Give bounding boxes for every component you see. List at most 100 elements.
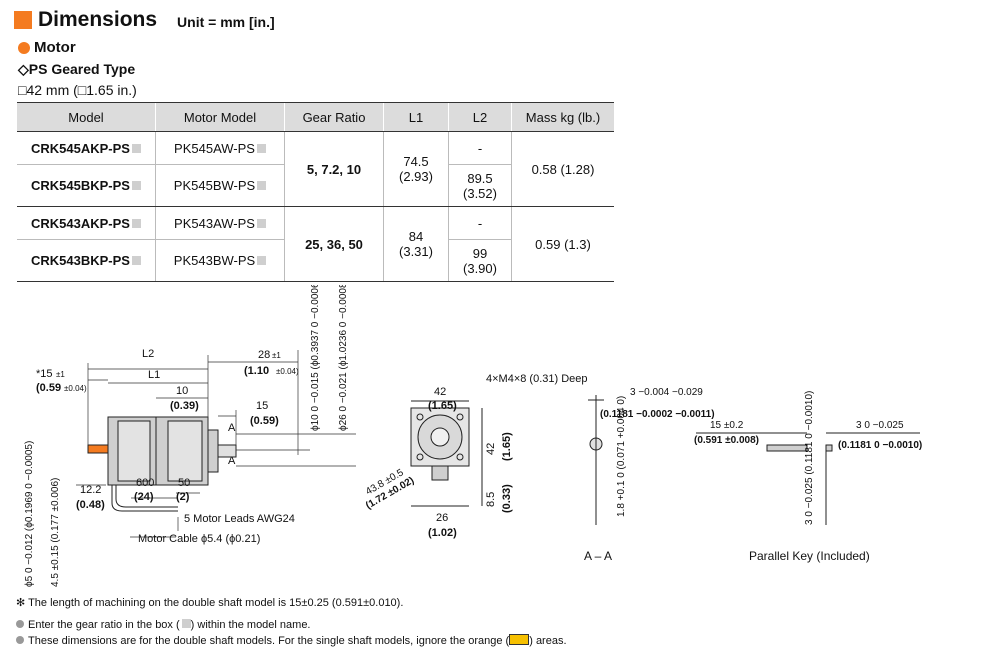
table-row: CRK543AKP-PS PK543AW-PS 25, 36, 50 84 (3… [17, 206, 614, 282]
col-motor-model: Motor Model [155, 102, 285, 132]
geared-type-label: ◇PS Geared Type [18, 61, 136, 77]
svg-text:(1.65): (1.65) [428, 400, 457, 412]
l2-cell: 99 (3.90) [448, 239, 512, 282]
motor-label: Motor [34, 39, 76, 56]
section-aa-labels: 3 −0.004 −0.029 (0.1181 −0.0002 −0.0011)… [584, 387, 715, 563]
table-header-row: Model Motor Model Gear Ratio L1 L2 Mass … [17, 102, 614, 132]
svg-text:3 0 −0.025: 3 0 −0.025 [856, 420, 904, 431]
svg-text:12.2: 12.2 [80, 484, 101, 496]
svg-text:±1: ±1 [272, 351, 281, 360]
svg-text:15: 15 [256, 400, 268, 412]
svg-text:5 Motor Leads AWG24: 5 Motor Leads AWG24 [184, 513, 295, 525]
unit-label: Unit = mm [in.] [177, 14, 275, 30]
col-gear-ratio: Gear Ratio [284, 102, 384, 132]
gear-ratio-placeholder-box [257, 256, 267, 265]
gear-ratio-placeholder-box [131, 256, 141, 265]
front-view [410, 400, 483, 507]
mount-hole [416, 413, 424, 421]
side-view-labels: L2 L1 10 (0.39) 28 ±1 (1.10 ±0.04) *15 ±… [24, 285, 349, 587]
col-l1: L1 [383, 102, 449, 132]
dimension-drawings: L2 L1 10 (0.39) 28 ±1 (1.10 ±0.04) *15 ±… [24, 285, 922, 587]
svg-text:*15: *15 [36, 368, 53, 380]
svg-text:3 0 −0.025 (0.1181 0 −0.0010: 3 0 −0.025 (0.1181 0 −0.0010) [804, 391, 815, 525]
side-view-outline [87, 416, 237, 512]
mount-hole [456, 413, 464, 421]
svg-text:±0.04): ±0.04) [276, 367, 299, 376]
model-cell: CRK543AKP-PS [17, 206, 156, 240]
svg-text:(2): (2) [176, 491, 190, 503]
svg-text:(0.33): (0.33) [501, 484, 513, 513]
svg-text:(1.02): (1.02) [428, 527, 457, 539]
page-title: Dimensions [38, 8, 158, 31]
table-row: CRK545BKP-PS PK545BW-PS 89.5 (3.52) [17, 164, 614, 207]
mass-cell: 0.59 (1.3) [511, 206, 614, 282]
motor-model-cell: PK545AW-PS [155, 131, 285, 165]
svg-text:50: 50 [178, 477, 190, 489]
mount-hole [416, 453, 424, 461]
svg-text:10: 10 [176, 385, 188, 397]
svg-text:28: 28 [258, 349, 270, 361]
front-shaft-circle [430, 427, 450, 447]
orange-square-icon [14, 11, 32, 29]
col-mass: Mass kg (lb.) [511, 102, 614, 132]
gray-dot-icon [16, 636, 24, 644]
svg-text:ϕ26 0 −0.021 (ϕ1.0236 0 −0.0: ϕ26 0 −0.021 (ϕ1.0236 0 −0.0008) [338, 285, 349, 431]
svg-text:3 −0.004 −0.029: 3 −0.004 −0.029 [630, 387, 703, 398]
svg-text:(0.591 ±0.008): (0.591 ±0.008) [694, 435, 759, 446]
gear-ratio-cell: 5, 7.2, 10 [284, 131, 384, 207]
motor-model-cell: PK545BW-PS [155, 164, 285, 207]
col-model: Model [17, 102, 156, 132]
svg-text:A – A: A – A [584, 549, 612, 563]
svg-text:ϕ5 0 −0.012 (ϕ0.1969 0 −0.00: ϕ5 0 −0.012 (ϕ0.1969 0 −0.0005) [24, 441, 35, 587]
parallel-key [696, 432, 920, 525]
gear-ratio-cell: 25, 36, 50 [284, 206, 384, 282]
l2-cell: 89.5 (3.52) [448, 164, 512, 207]
svg-text:4×M4×8 (0.31) Deep: 4×M4×8 (0.31) Deep [486, 373, 588, 385]
key-end [825, 444, 833, 452]
model-cell: CRK545BKP-PS [17, 164, 156, 207]
gear-ratio-placeholder-box [257, 181, 267, 190]
parallel-key-labels: 15 ±0.2 (0.591 ±0.008) 3 0 −0.025 (0.118… [694, 391, 922, 563]
svg-text:26: 26 [436, 512, 448, 524]
svg-text:L1: L1 [148, 369, 160, 381]
svg-text:4.5 ±0.15 (0.177 ±0.006): 4.5 ±0.15 (0.177 ±0.006) [50, 478, 61, 587]
model-cell: CRK545AKP-PS [17, 131, 156, 165]
orange-dot-icon [18, 41, 30, 54]
svg-text:(0.59: (0.59 [36, 382, 61, 394]
svg-text:42: 42 [485, 443, 497, 455]
footnote-asterisk: ✻ The length of machining on the double … [16, 597, 404, 609]
svg-text:(0.48): (0.48) [76, 499, 105, 511]
dimension-lines [76, 350, 356, 538]
gear-ratio-placeholder-box [131, 143, 141, 153]
table-row: CRK543BKP-PS PK543BW-PS 99 (3.90) [17, 239, 614, 282]
gear-ratio-placeholder-box [131, 181, 141, 190]
output-shaft [217, 444, 237, 458]
orange-area-swatch [509, 634, 530, 645]
page-header: Dimensions Unit = mm [in.] [14, 6, 275, 34]
svg-text:±1: ±1 [56, 370, 65, 379]
svg-text:(1.10: (1.10 [244, 365, 269, 377]
svg-text:(0.39): (0.39) [170, 400, 199, 412]
gray-dot-icon [16, 620, 24, 628]
gearhead-inner [167, 420, 203, 482]
svg-text:15 ±0.2: 15 ±0.2 [710, 420, 744, 431]
model-cell: CRK543BKP-PS [17, 239, 156, 282]
gear-pilot [207, 429, 219, 473]
svg-text:±0.04): ±0.04) [64, 384, 87, 393]
section-aa [588, 395, 604, 525]
svg-text:L2: L2 [142, 348, 154, 360]
motor-heading: Motor [18, 39, 76, 56]
rear-shaft-orange [87, 444, 109, 454]
motor-cable-inner [115, 485, 178, 508]
svg-text:Motor Cable ϕ5.4 (ϕ0.21): Motor Cable ϕ5.4 (ϕ0.21) [138, 533, 260, 545]
col-l2: L2 [448, 102, 512, 132]
frame-size-label: □42 mm (□1.65 in.) [18, 82, 137, 98]
motor-cable [111, 485, 178, 512]
gear-ratio-placeholder-box [256, 218, 266, 228]
l1-cell: 84 (3.31) [383, 206, 449, 282]
svg-text:600: 600 [136, 477, 154, 489]
svg-text:A: A [228, 455, 236, 467]
svg-text:A: A [228, 422, 236, 434]
l2-cell: - [448, 131, 512, 165]
cable-exit [431, 465, 449, 481]
